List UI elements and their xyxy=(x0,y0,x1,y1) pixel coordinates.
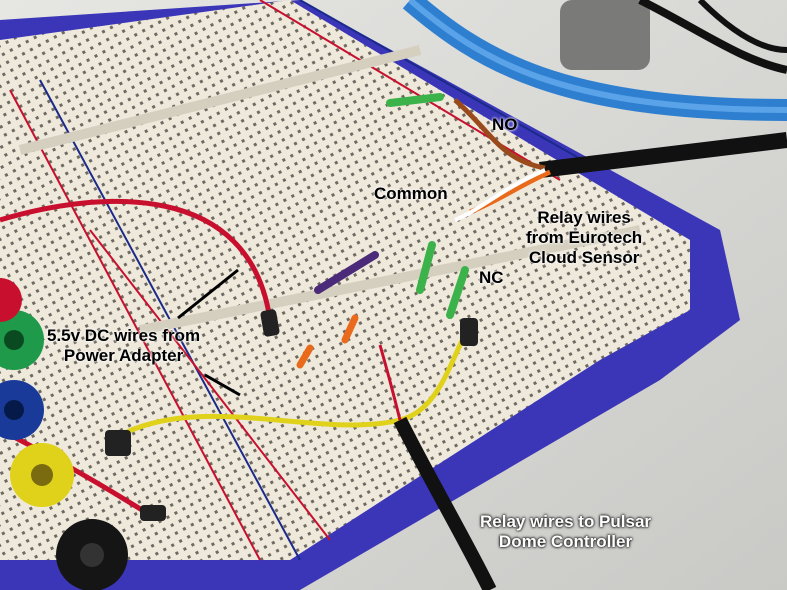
power-line-2: Power Adapter xyxy=(63,346,184,365)
relay-eurotech-line-3: Cloud Sensor xyxy=(528,248,640,267)
common-label: Common xyxy=(374,184,448,203)
pulsar-cable xyxy=(393,416,497,590)
rail-lines xyxy=(9,0,601,561)
relay-pulsar-line-2: Dome Controller xyxy=(498,532,633,551)
nc-label: NC xyxy=(479,268,504,287)
connector xyxy=(560,0,650,70)
eurotech-cable xyxy=(539,132,787,178)
power-line-1: 5.5v DC wires from xyxy=(47,326,201,345)
channel-grooves xyxy=(18,45,641,335)
relay-pulsar-line-1: Relay wires to Pulsar xyxy=(480,512,652,531)
relay-eurotech-line-1: Relay wires xyxy=(537,208,631,227)
no-label: NO xyxy=(492,115,518,134)
annotation-line xyxy=(177,268,239,320)
annotation-line xyxy=(204,373,241,397)
relay-pulsar-label: Relay wires to Pulsar Dome Controller xyxy=(480,512,651,552)
red-wire xyxy=(0,198,273,321)
relay-eurotech-label: Relay wires from Eurotech Cloud Sensor xyxy=(526,208,642,268)
binding-posts xyxy=(0,278,128,590)
relay-eurotech-line-2: from Eurotech xyxy=(526,228,643,247)
yellow-wire xyxy=(113,323,473,441)
power-label: 5.5v DC wires from Power Adapter xyxy=(47,326,200,366)
